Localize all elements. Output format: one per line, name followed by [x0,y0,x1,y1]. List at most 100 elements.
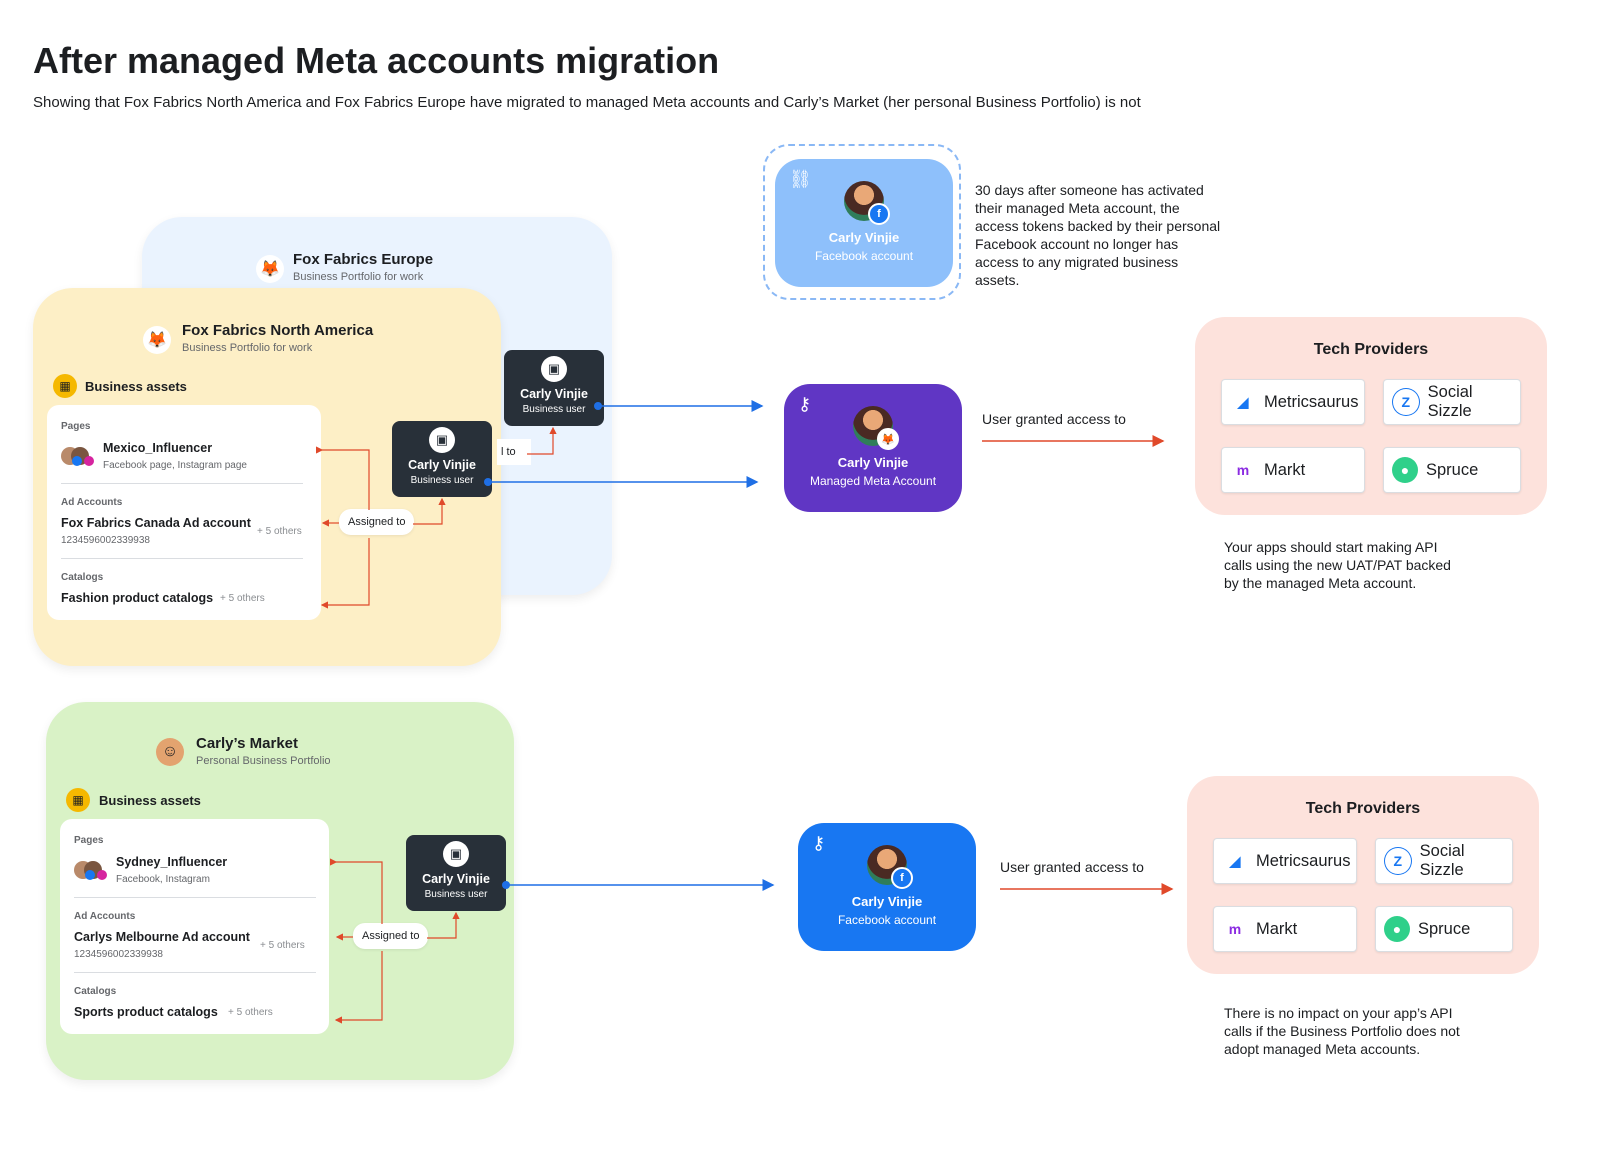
provider-markt[interactable]: m Markt [1213,906,1357,952]
market-avatar-icon: ☺ [156,738,184,766]
ad-account-extra: + 5 others [257,526,302,537]
top-note: Your apps should start making API calls … [1224,539,1451,591]
na-user-name: Carly Vinjie [408,458,476,472]
page-title: After managed Meta accounts migration [33,40,720,81]
metricsaurus-icon: ◢ [1237,393,1249,410]
spruce-icon: ● [1392,457,1418,483]
page-avatars-icon [74,859,110,881]
tech-providers-title: Tech Providers [1313,341,1429,358]
na-portfolio-sub: Business Portfolio for work [182,342,313,354]
business-user-icon: ▣ [541,356,567,382]
na-business-user[interactable]: ▣ Carly Vinjie Business user [392,421,492,497]
catalog-title[interactable]: Fashion product catalogs [61,591,214,605]
granted-top-label: User granted access to [982,411,1126,427]
page-sub: Facebook, Instagram [116,874,210,885]
social-sizzle-icon: Z [1384,847,1412,875]
catalog-title[interactable]: Sports product catalogs [74,1005,218,1019]
inactive-account-name: Carly Vinjie [828,230,900,245]
market-portfolio-panel: ☺ Carly’s Market Personal Business Portf… [46,702,514,1080]
europe-portfolio-sub: Business Portfolio for work [293,271,424,283]
active-account-type: Facebook account [837,913,937,927]
bottom-note: There is no impact on your app’s API cal… [1224,1005,1460,1057]
business-assets-icon: ▦ [66,788,90,812]
europe-business-user[interactable]: ▣ Carly Vinjie Business user [504,350,604,426]
avatar: f [867,845,913,889]
divider [61,558,303,559]
inactive-account-dashed-frame [763,144,961,300]
na-assigned-pill: Assigned to [339,509,415,535]
page-title[interactable]: Sydney_Influencer [116,855,228,869]
na-assets-label: Business assets [85,379,187,394]
managed-meta-account[interactable]: ⚷ 🦊 Carly Vinjie Managed Meta Account [784,384,962,512]
market-portfolio-name: Carly’s Market [196,735,298,752]
page-avatars-icon [61,445,97,467]
inactive-account-note: 30 days after someone has activated thei… [975,182,1221,288]
active-account-name: Carly Vinjie [851,894,923,909]
europe-user-role: Business user [522,404,586,415]
market-assets-label: Business assets [99,793,201,808]
na-portfolio-name: Fox Fabrics North America [182,322,374,339]
blue-arrow-market-user [502,879,775,891]
europe-portfolio-name: Fox Fabrics Europe [293,251,434,268]
divider [61,483,303,484]
na-assets-card: Pages Mexico_Influencer Facebook page, I… [47,405,321,620]
ad-account-id: 1234596002339938 [61,535,150,546]
divider [74,972,316,973]
facebook-icon: f [891,867,913,889]
page-subtitle: Showing that Fox Fabrics North America a… [33,94,1141,111]
metricsaurus-icon: ◢ [1229,852,1241,869]
pages-label: Pages [61,421,91,432]
markt-icon: m [1236,462,1250,478]
tech-providers-bottom: Tech Providers ◢ Metricsaurus Z Social S… [1187,776,1539,974]
catalogs-label: Catalogs [61,572,104,583]
business-user-icon: ▣ [443,841,469,867]
page-title[interactable]: Mexico_Influencer [103,441,213,455]
inactive-account-type: Facebook account [814,249,914,263]
provider-social-sizzle[interactable]: Z Social Sizzle [1375,838,1513,884]
fox-icon: 🦊 [256,255,284,283]
europe-user-name: Carly Vinjie [520,387,588,401]
blue-arrow-europe-user [594,400,764,412]
ad-account-title[interactable]: Fox Fabrics Canada Ad account [61,516,251,530]
divider [74,897,316,898]
facebook-icon: f [868,203,890,225]
provider-social-sizzle[interactable]: Z Social Sizzle [1383,379,1521,425]
pages-label: Pages [74,835,104,846]
active-facebook-account[interactable]: ⚷ f Carly Vinjie Facebook account [798,823,976,951]
ad-accounts-label: Ad Accounts [61,497,123,508]
key-icon: ⚷ [812,833,826,853]
catalogs-label: Catalogs [74,986,117,997]
markt-icon: m [1228,921,1242,937]
market-user-name: Carly Vinjie [422,872,490,886]
tech-providers-title: Tech Providers [1305,800,1421,817]
catalog-extra: + 5 others [228,1007,273,1018]
social-sizzle-icon: Z [1392,388,1420,416]
avatar: f [844,181,890,225]
market-business-user[interactable]: ▣ Carly Vinjie Business user [406,835,506,911]
provider-metricsaurus[interactable]: ◢ Metricsaurus [1213,838,1357,884]
avatar: 🦊 [853,406,899,450]
spruce-icon: ● [1384,916,1410,942]
provider-markt[interactable]: m Markt [1221,447,1365,493]
market-user-role: Business user [424,889,488,900]
tech-providers-top: Tech Providers ◢ Metricsaurus Z Social S… [1195,317,1547,515]
business-assets-icon: ▦ [53,374,77,398]
business-user-icon: ▣ [429,427,455,453]
market-assets-card: Pages Sydney_Influencer Facebook, Instag… [60,819,329,1034]
unlinked-chain-icon: ⛓ [789,169,812,189]
na-user-role: Business user [410,475,474,486]
fox-icon: 🦊 [143,326,171,354]
market-portfolio-sub: Personal Business Portfolio [196,755,331,767]
catalog-extra: + 5 others [220,593,265,604]
provider-spruce[interactable]: ● Spruce [1375,906,1513,952]
provider-metricsaurus[interactable]: ◢ Metricsaurus [1221,379,1365,425]
page-sub: Facebook page, Instagram page [103,460,247,471]
managed-account-type: Managed Meta Account [809,474,937,488]
provider-spruce[interactable]: ● Spruce [1383,447,1521,493]
managed-account-name: Carly Vinjie [837,455,909,470]
ad-accounts-label: Ad Accounts [74,911,136,922]
ad-account-title[interactable]: Carlys Melbourne Ad account [74,930,250,944]
key-icon: ⚷ [798,394,812,414]
market-assigned-pill: Assigned to [353,923,429,949]
inactive-facebook-account[interactable]: ⛓ f Carly Vinjie Facebook account [775,159,953,287]
